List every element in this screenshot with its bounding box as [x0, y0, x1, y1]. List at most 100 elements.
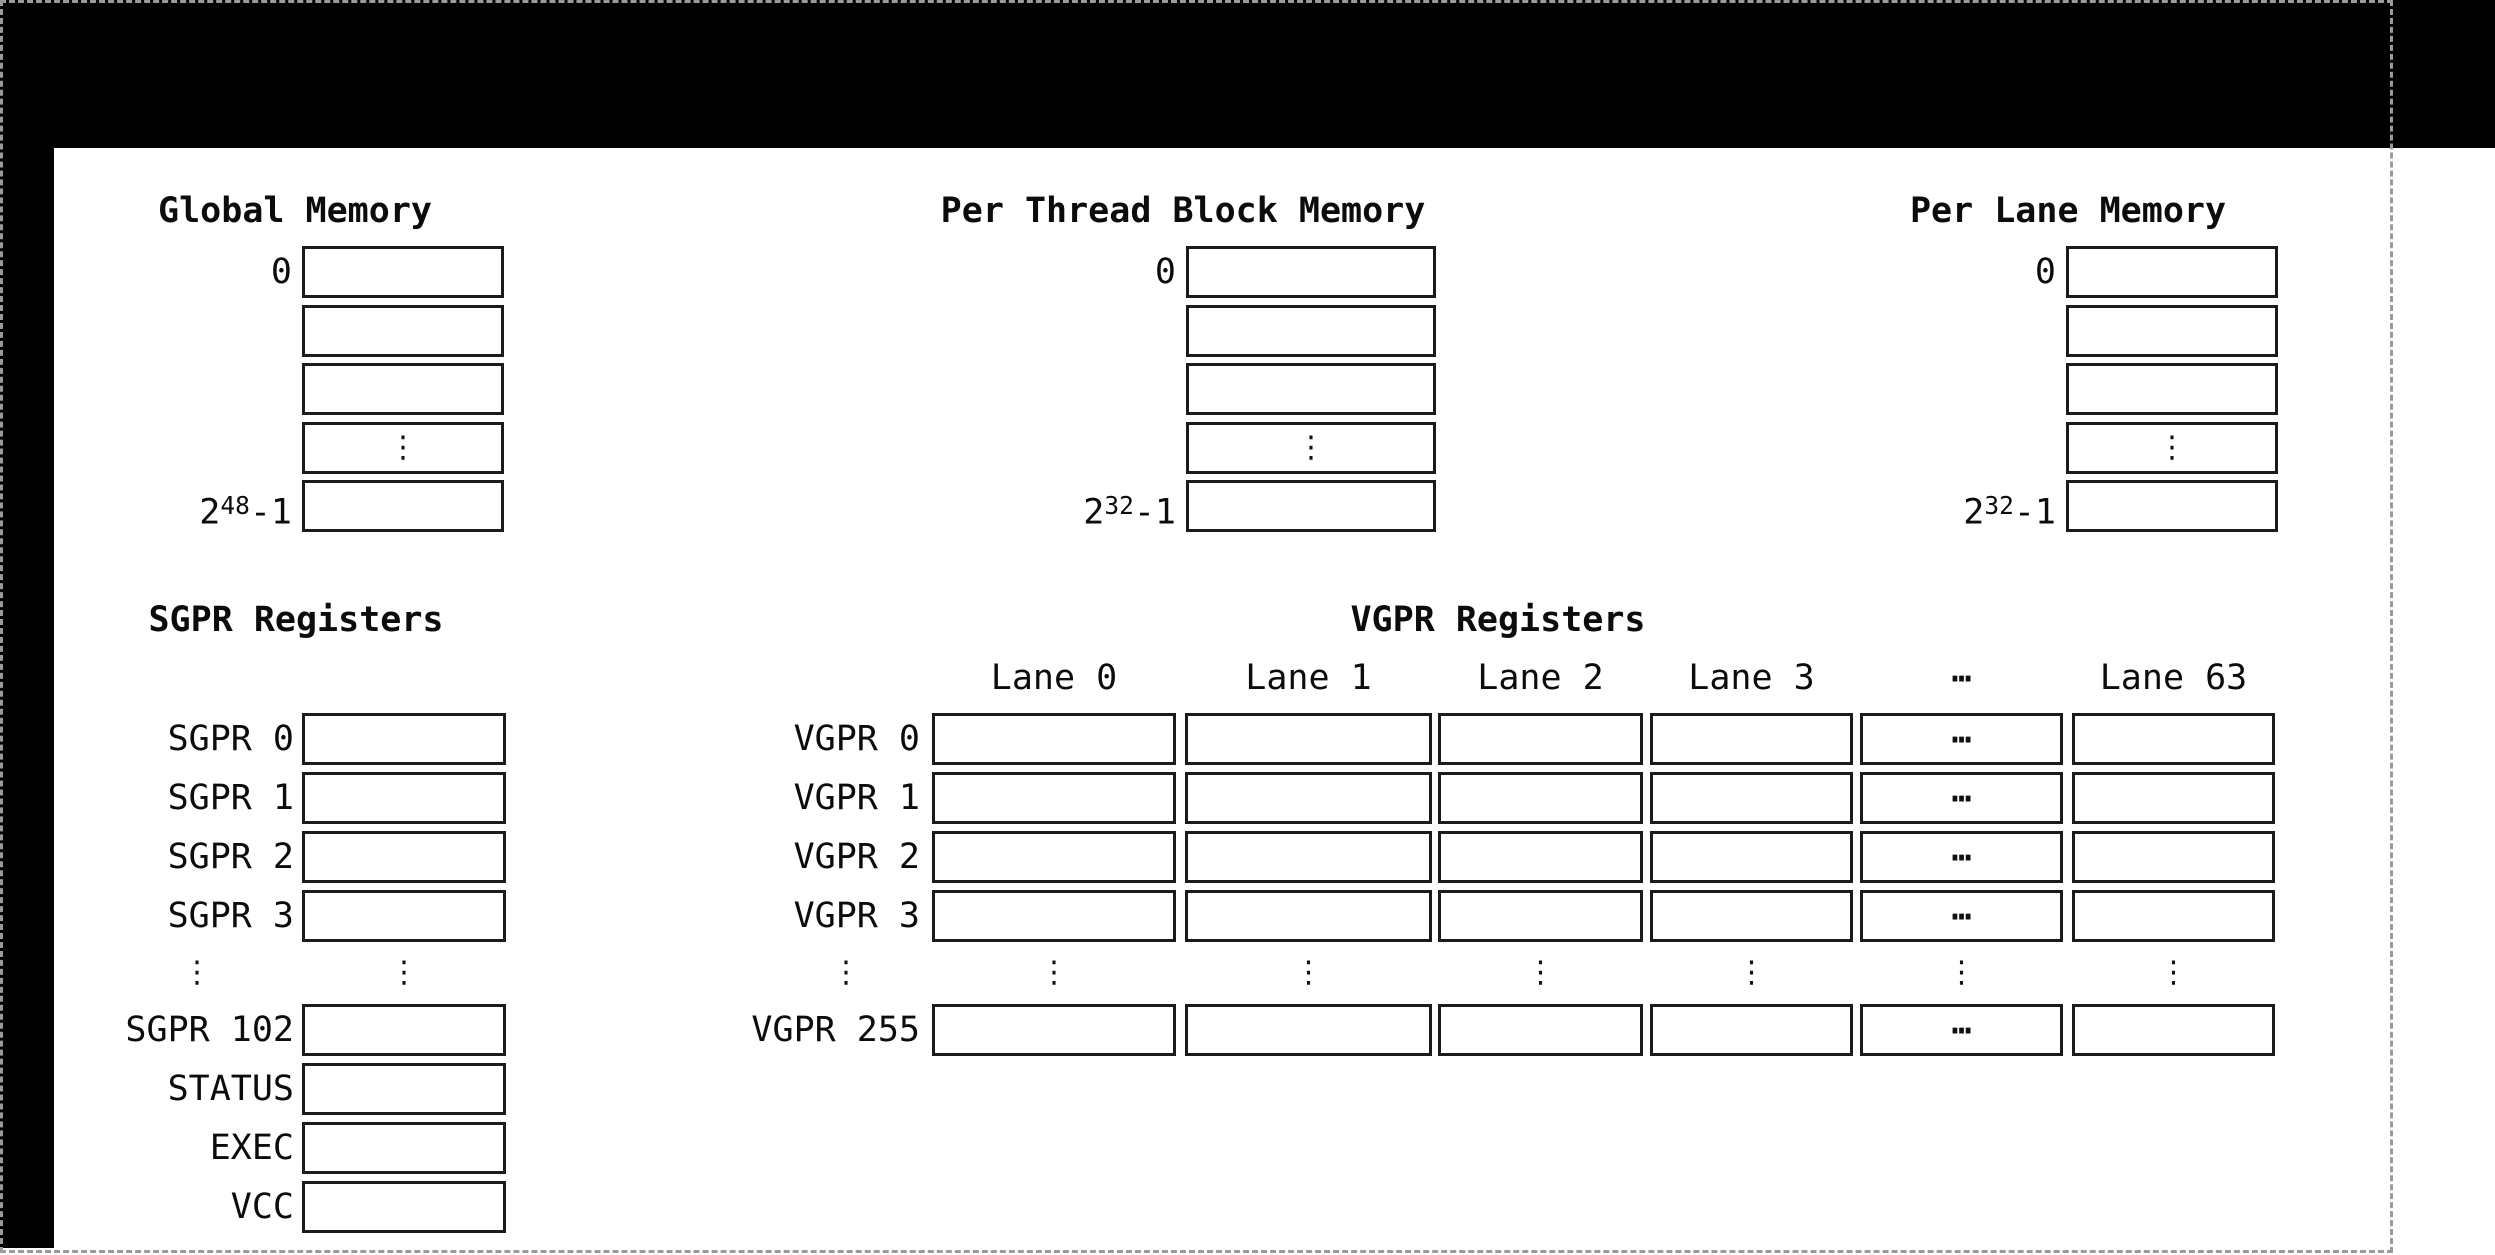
- vgpr-cell: [1650, 890, 1853, 942]
- sgpr-row-label: SGPR 3: [167, 896, 294, 936]
- vgpr-cell: [1650, 1004, 1853, 1056]
- memory-cell: [302, 363, 504, 415]
- vgpr-cell-ellipsis: ⋯: [1860, 713, 2063, 765]
- vgpr-cell: [1650, 772, 1853, 824]
- vgpr-cell: [1185, 890, 1432, 942]
- sgpr-cell: [302, 1063, 506, 1115]
- sgpr-cell: [302, 772, 506, 824]
- memory-cell: [1186, 480, 1436, 532]
- address-label-first: 0: [1154, 252, 1176, 292]
- sgpr-row-label: SGPR 2: [167, 837, 294, 877]
- vgpr-row-label: VGPR 2: [793, 837, 920, 877]
- vgpr-row-label: VGPR 0: [793, 719, 920, 759]
- address-label-last: 232-1: [1696, 480, 2056, 538]
- memory-cell: [2066, 304, 2278, 357]
- vgpr-cell: [1185, 772, 1432, 824]
- vgpr-cell: [1650, 831, 1853, 883]
- vgpr-cell: [932, 831, 1176, 883]
- vgpr-cell: [1438, 831, 1643, 883]
- vgpr-cell: [1438, 713, 1643, 765]
- address-exponent: 32: [1984, 491, 2014, 520]
- vgpr-cell: [1185, 1004, 1432, 1056]
- sgpr-cell: [302, 831, 506, 883]
- lane-header: ⋯: [1951, 658, 1972, 697]
- sgpr-row-label: STATUS: [167, 1069, 294, 1109]
- address-label-first: 0: [270, 252, 292, 292]
- vgpr-cell: [1438, 772, 1643, 824]
- memory-cell-ellipsis: ⋮: [302, 421, 504, 474]
- lane-header: Lane 1: [1245, 658, 1372, 698]
- address-base: 2: [199, 492, 221, 533]
- memory-cell: [1186, 363, 1436, 415]
- address-base: 2: [1963, 492, 1985, 533]
- memory-title: Global Memory: [158, 191, 432, 231]
- top-black-band: [0, 0, 2495, 148]
- memory-cell: [2066, 363, 2278, 415]
- memory-cell: [302, 480, 504, 532]
- lane-header: Lane 2: [1477, 658, 1604, 698]
- sgpr-cell: [302, 1122, 506, 1174]
- vgpr-cell: [1438, 1004, 1643, 1056]
- address-suffix: -1: [2013, 492, 2056, 533]
- lane-header: Lane 3: [1688, 658, 1815, 698]
- vgpr-cell: [2072, 831, 2275, 883]
- vgpr-row-label: VGPR 1: [793, 778, 920, 818]
- memory-cell: [1186, 304, 1436, 357]
- sgpr-row-label: VCC: [230, 1187, 294, 1227]
- vgpr-cell: [2072, 713, 2275, 765]
- left-black-band: [0, 148, 54, 1248]
- vgpr-row-label: VGPR 3: [793, 896, 920, 936]
- vertical-ellipsis-icon: ⋮: [182, 955, 212, 990]
- lane-header: Lane 0: [990, 658, 1118, 698]
- vgpr-title: VGPR Registers: [1350, 600, 1646, 640]
- vgpr-cell: [932, 1004, 1176, 1056]
- vgpr-cell: [1438, 890, 1643, 942]
- sgpr-cell: [302, 1181, 506, 1233]
- address-exponent: 32: [1104, 491, 1134, 520]
- vgpr-cell: [2072, 1004, 2275, 1056]
- sgpr-row-label: SGPR 0: [167, 719, 294, 759]
- memory-title: Per Thread Block Memory: [940, 191, 1426, 231]
- vgpr-cell: [1185, 831, 1432, 883]
- sgpr-cell: [302, 713, 506, 765]
- sgpr-cell: [302, 1004, 506, 1056]
- address-base: 2: [1083, 492, 1105, 533]
- address-suffix: -1: [1133, 492, 1176, 533]
- sgpr-row-label: SGPR 102: [125, 1010, 294, 1050]
- vgpr-cell-ellipsis: ⋯: [1860, 831, 2063, 883]
- address-label-first: 0: [2034, 252, 2056, 292]
- vertical-ellipsis-icon: ⋮: [1525, 955, 1556, 990]
- memory-cell: [1186, 246, 1436, 298]
- lane-header: Lane 63: [2099, 658, 2248, 698]
- sgpr-row-label: SGPR 1: [167, 778, 294, 818]
- vertical-ellipsis-icon: ⋮: [389, 955, 419, 990]
- vgpr-cell-ellipsis: ⋯: [1860, 1004, 2063, 1056]
- vertical-ellipsis-icon: ⋮: [1039, 955, 1069, 990]
- vgpr-cell-ellipsis: ⋯: [1860, 772, 2063, 824]
- vgpr-cell: [2072, 772, 2275, 824]
- memory-title: Per Lane Memory: [1909, 191, 2227, 231]
- address-suffix: -1: [249, 492, 292, 533]
- vgpr-cell: [2072, 890, 2275, 942]
- vgpr-cell: [932, 713, 1176, 765]
- memory-cell-ellipsis: ⋮: [1186, 421, 1436, 474]
- vertical-ellipsis-icon: ⋮: [1736, 955, 1767, 990]
- address-label-last: 232-1: [816, 480, 1176, 538]
- sgpr-row-label: EXEC: [209, 1128, 294, 1168]
- address-label-last: 248-1: [0, 480, 292, 538]
- vgpr-cell: [1185, 713, 1432, 765]
- vertical-ellipsis-icon: ⋮: [1293, 955, 1324, 990]
- sgpr-title: SGPR Registers: [148, 600, 444, 640]
- address-exponent: 48: [220, 491, 250, 520]
- memory-cell: [302, 246, 504, 298]
- vgpr-cell: [932, 890, 1176, 942]
- vgpr-cell-ellipsis: ⋯: [1860, 890, 2063, 942]
- vgpr-cell: [932, 772, 1176, 824]
- vgpr-row-label: VGPR 255: [751, 1010, 920, 1050]
- vertical-ellipsis-icon: ⋮: [1946, 955, 1977, 990]
- sgpr-cell: [302, 890, 506, 942]
- memory-cell: [2066, 480, 2278, 532]
- vertical-ellipsis-icon: ⋮: [831, 955, 861, 990]
- memory-cell: [302, 304, 504, 357]
